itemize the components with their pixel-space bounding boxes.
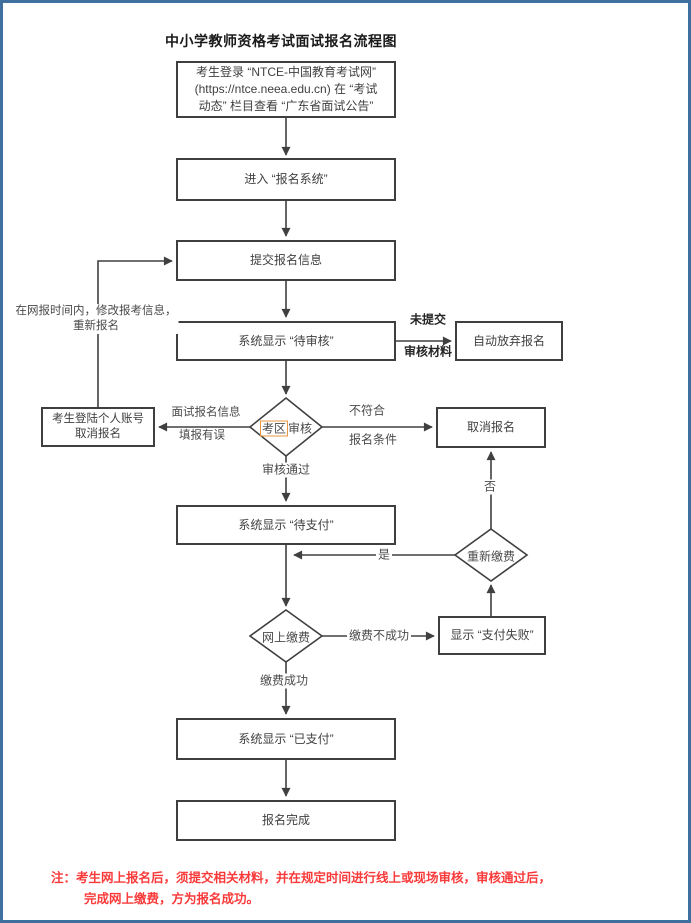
node-auto-abandon: 自动放弃报名 — [455, 321, 563, 361]
node-done: 报名完成 — [176, 800, 396, 841]
label-not-meet: 不符合 — [348, 403, 386, 418]
node-pending-review: 系统显示 “待审核” — [176, 321, 396, 361]
edge-cancelleft-submit — [97, 256, 173, 407]
diamond-audit-label: 考区审核 — [259, 420, 313, 437]
label-fill-error: 填报有误 — [179, 429, 225, 442]
label-no: 否 — [481, 479, 499, 495]
label-conditions: 报名条件 — [348, 432, 398, 447]
label-yes: 是 — [375, 547, 393, 563]
diamond-repay — [453, 528, 529, 582]
node-login: 考生登录 “NTCE-中国教育考试网” (https://ntce.neea.e… — [176, 61, 396, 118]
diamond-audit-highlighted-text: 考区 — [259, 420, 288, 437]
note-line-1: 注：考生网上报名后，须提交相关材料，并在规定时间进行线上或现场审核，审核通过后， — [51, 871, 552, 885]
node-pending-pay: 系统显示 “待支付” — [176, 505, 396, 545]
node-submit-info: 提交报名信息 — [176, 240, 396, 281]
label-pay-success: 缴费成功 — [257, 673, 311, 689]
label-audit-materials: 审核材料 — [403, 344, 453, 359]
flow-connectors — [97, 116, 529, 797]
diamond-online-pay — [248, 609, 324, 663]
node-enter-system: 进入 “报名系统” — [176, 158, 396, 201]
diamond-repay-label: 重新缴费 — [466, 549, 516, 564]
diamond-audit — [248, 396, 324, 458]
node-pay-fail: 显示 “支付失败” — [438, 616, 546, 655]
node-cancel-left: 考生登陆个人账号 取消报名 — [41, 407, 155, 447]
label-audit-pass: 审核通过 — [259, 462, 313, 478]
label-pay-not-success: 缴费不成功 — [346, 628, 412, 644]
node-paid: 系统显示 “已支付” — [176, 718, 396, 760]
label-interview-info: 面试报名信息 — [171, 406, 241, 419]
note-line-2: 完成网上缴费，方为报名成功。 — [84, 892, 260, 906]
label-modify-info: 在网报时间内，修改报考信息， 重新报名 — [13, 304, 179, 334]
label-not-submitted: 未提交 — [409, 312, 447, 327]
page-title: 中小学教师资格考试面试报名流程图 — [165, 33, 397, 49]
diamond-online-pay-label: 网上缴费 — [261, 630, 311, 645]
node-cancel: 取消报名 — [436, 407, 546, 448]
